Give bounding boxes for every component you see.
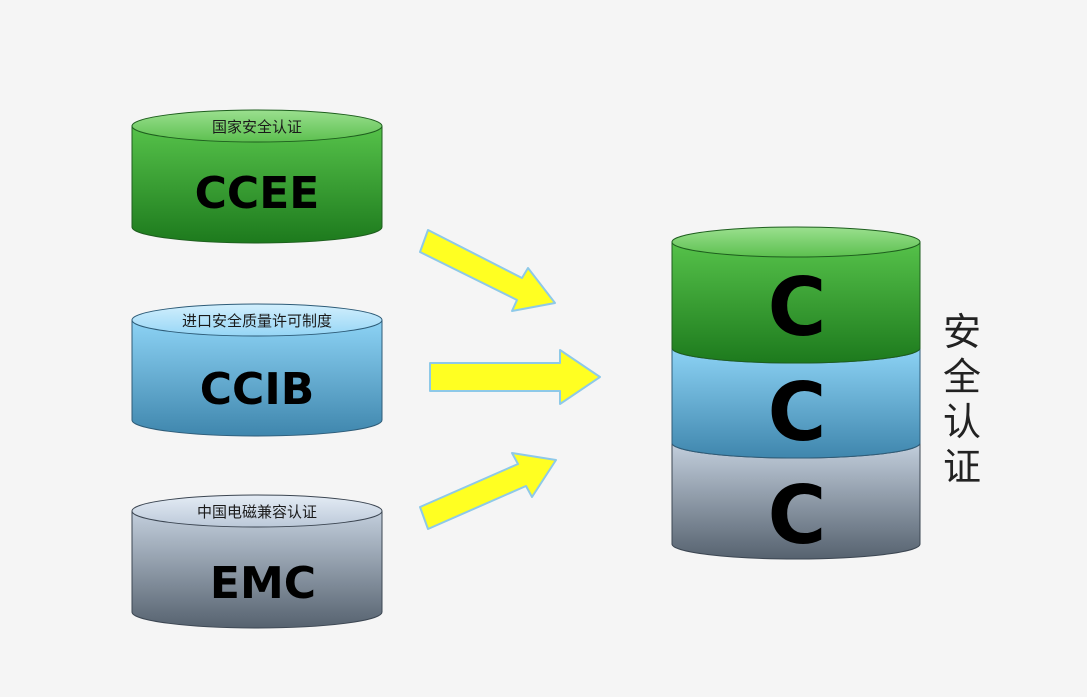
ccc-letter-2: C — [768, 366, 827, 459]
ccib-label: CCIB — [200, 364, 315, 415]
ccee-label: CCEE — [195, 168, 320, 219]
side-label-char: 安 — [943, 310, 981, 354]
cylinder-ccib: 进口安全质量许可制度 CCIB — [131, 303, 383, 437]
ccc-letter-3: C — [768, 469, 827, 562]
arrow-top — [419, 229, 556, 312]
side-label-char: 证 — [943, 445, 981, 489]
cylinder-emc: 中国电磁兼容认证 EMC — [131, 494, 383, 629]
side-label-char: 全 — [943, 355, 981, 399]
arrow-middle — [429, 349, 601, 405]
ccc-cylinder: C C C — [671, 226, 921, 562]
ccib-top-label: 进口安全质量许可制度 — [182, 312, 332, 330]
arrow-bottom — [419, 452, 557, 530]
emc-label: EMC — [210, 558, 316, 609]
cylinder-ccee: 国家安全认证 CCEE — [131, 109, 383, 244]
side-label-vertical: 安全认证 — [943, 310, 981, 489]
ccee-top-label: 国家安全认证 — [212, 118, 302, 136]
emc-top-label: 中国电磁兼容认证 — [197, 503, 317, 521]
side-label-char: 认 — [943, 400, 981, 444]
ccc-letter-1: C — [768, 261, 827, 354]
